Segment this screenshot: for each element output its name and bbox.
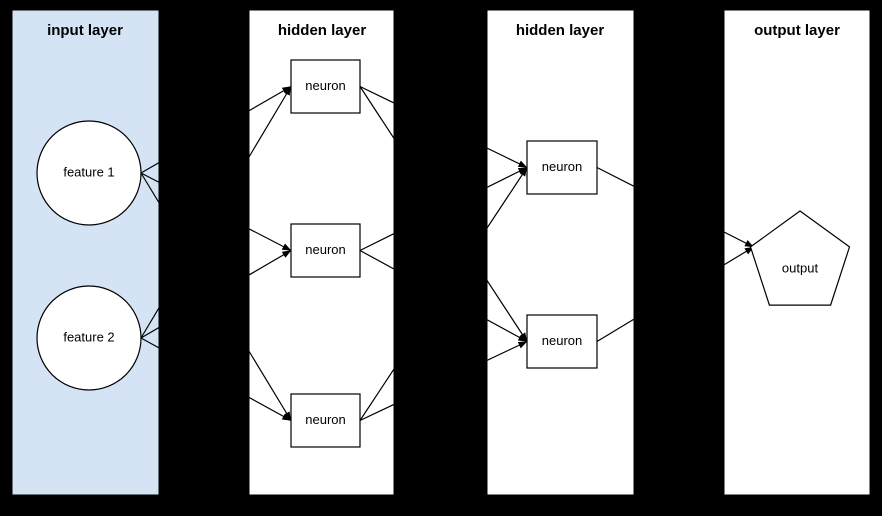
- node-shape-hidden-2-neuron-2[interactable]: [526, 314, 598, 369]
- node-label-hidden-1-neuron-3: neuron: [305, 412, 345, 427]
- gap-mask-2: [394, 0, 487, 516]
- node-label-hidden-2-neuron-2: neuron: [542, 333, 582, 348]
- node-label-output-node: output: [782, 260, 819, 275]
- gap-mask-1: [159, 0, 249, 516]
- node-label-hidden-2-neuron-1: neuron: [542, 159, 582, 174]
- layer-title-hidden-layer-2: hidden layer: [516, 22, 605, 39]
- nodes-group: feature 1 feature 2 neuron neuron neuron neur…: [36, 59, 851, 448]
- node-shape-hidden-2-neuron-1[interactable]: [526, 140, 598, 195]
- node-label-feature-1: feature 1: [63, 164, 114, 179]
- layer-title-input-layer: input layer: [47, 22, 123, 39]
- layer-title-output-layer: output layer: [754, 22, 840, 39]
- layer-titles-group: input layer hidden layer hidden layer outpu…: [47, 22, 840, 39]
- node-shape-feature-1[interactable]: [36, 120, 142, 226]
- layer-panel-hidden-layer-2: [486, 9, 635, 496]
- node-shape-output-node[interactable]: [749, 210, 851, 306]
- node-shape-hidden-1-neuron-2[interactable]: [290, 223, 361, 278]
- layer-panel-input-layer: [11, 9, 160, 496]
- node-shape-feature-2[interactable]: [36, 285, 142, 391]
- node-shape-hidden-1-neuron-3[interactable]: [290, 393, 361, 448]
- node-label-hidden-1-neuron-1: neuron: [305, 78, 345, 93]
- node-label-feature-2: feature 2: [63, 329, 114, 344]
- gap-mask-group: [159, 0, 724, 516]
- node-shape-hidden-1-neuron-1[interactable]: [290, 59, 361, 114]
- gap-mask-3: [634, 0, 724, 516]
- layer-title-hidden-layer-1: hidden layer: [278, 22, 367, 39]
- node-label-hidden-1-neuron-2: neuron: [305, 242, 345, 257]
